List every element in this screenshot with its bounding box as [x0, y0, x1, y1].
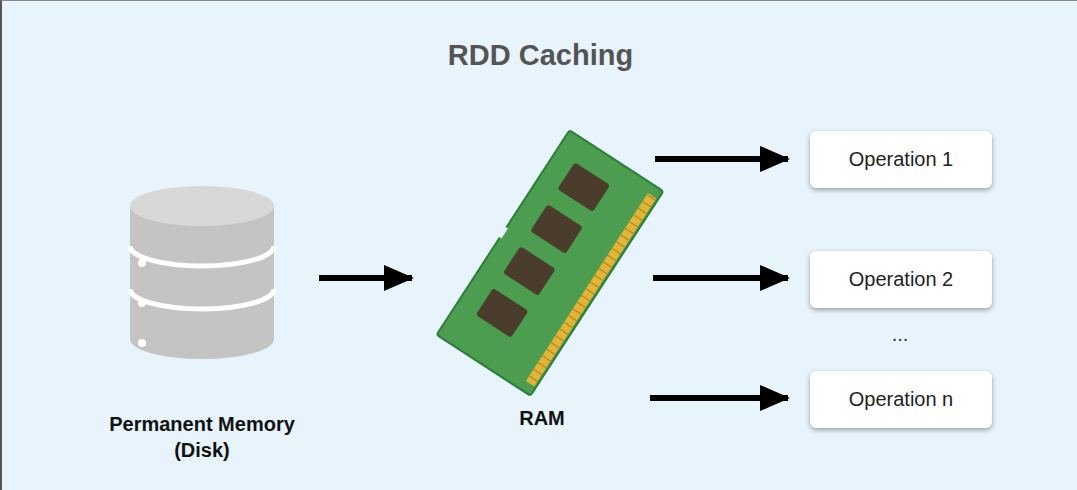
component-label: RAM [519, 405, 565, 431]
operation-box: Operation n [810, 371, 992, 428]
flow-arrow [319, 275, 412, 281]
operation-label: Operation 1 [849, 148, 954, 171]
operation-box: Operation 2 [810, 251, 992, 308]
operation-box: Operation 1 [810, 131, 992, 188]
flow-arrow [653, 275, 788, 281]
diagram-title: RDD Caching [2, 39, 1077, 72]
flow-arrow [655, 156, 788, 162]
ellipsis-label: ... [882, 323, 918, 346]
disk-node: Permanent Memory (Disk) [90, 181, 314, 463]
operation-label: Operation n [849, 388, 954, 411]
component-label: Permanent Memory (Disk) [102, 411, 302, 463]
ram-node: RAM [434, 141, 650, 431]
flow-arrow [650, 395, 788, 401]
ram-stick [433, 128, 663, 396]
disk-cylinder [130, 186, 274, 359]
operation-label: Operation 2 [849, 268, 954, 291]
